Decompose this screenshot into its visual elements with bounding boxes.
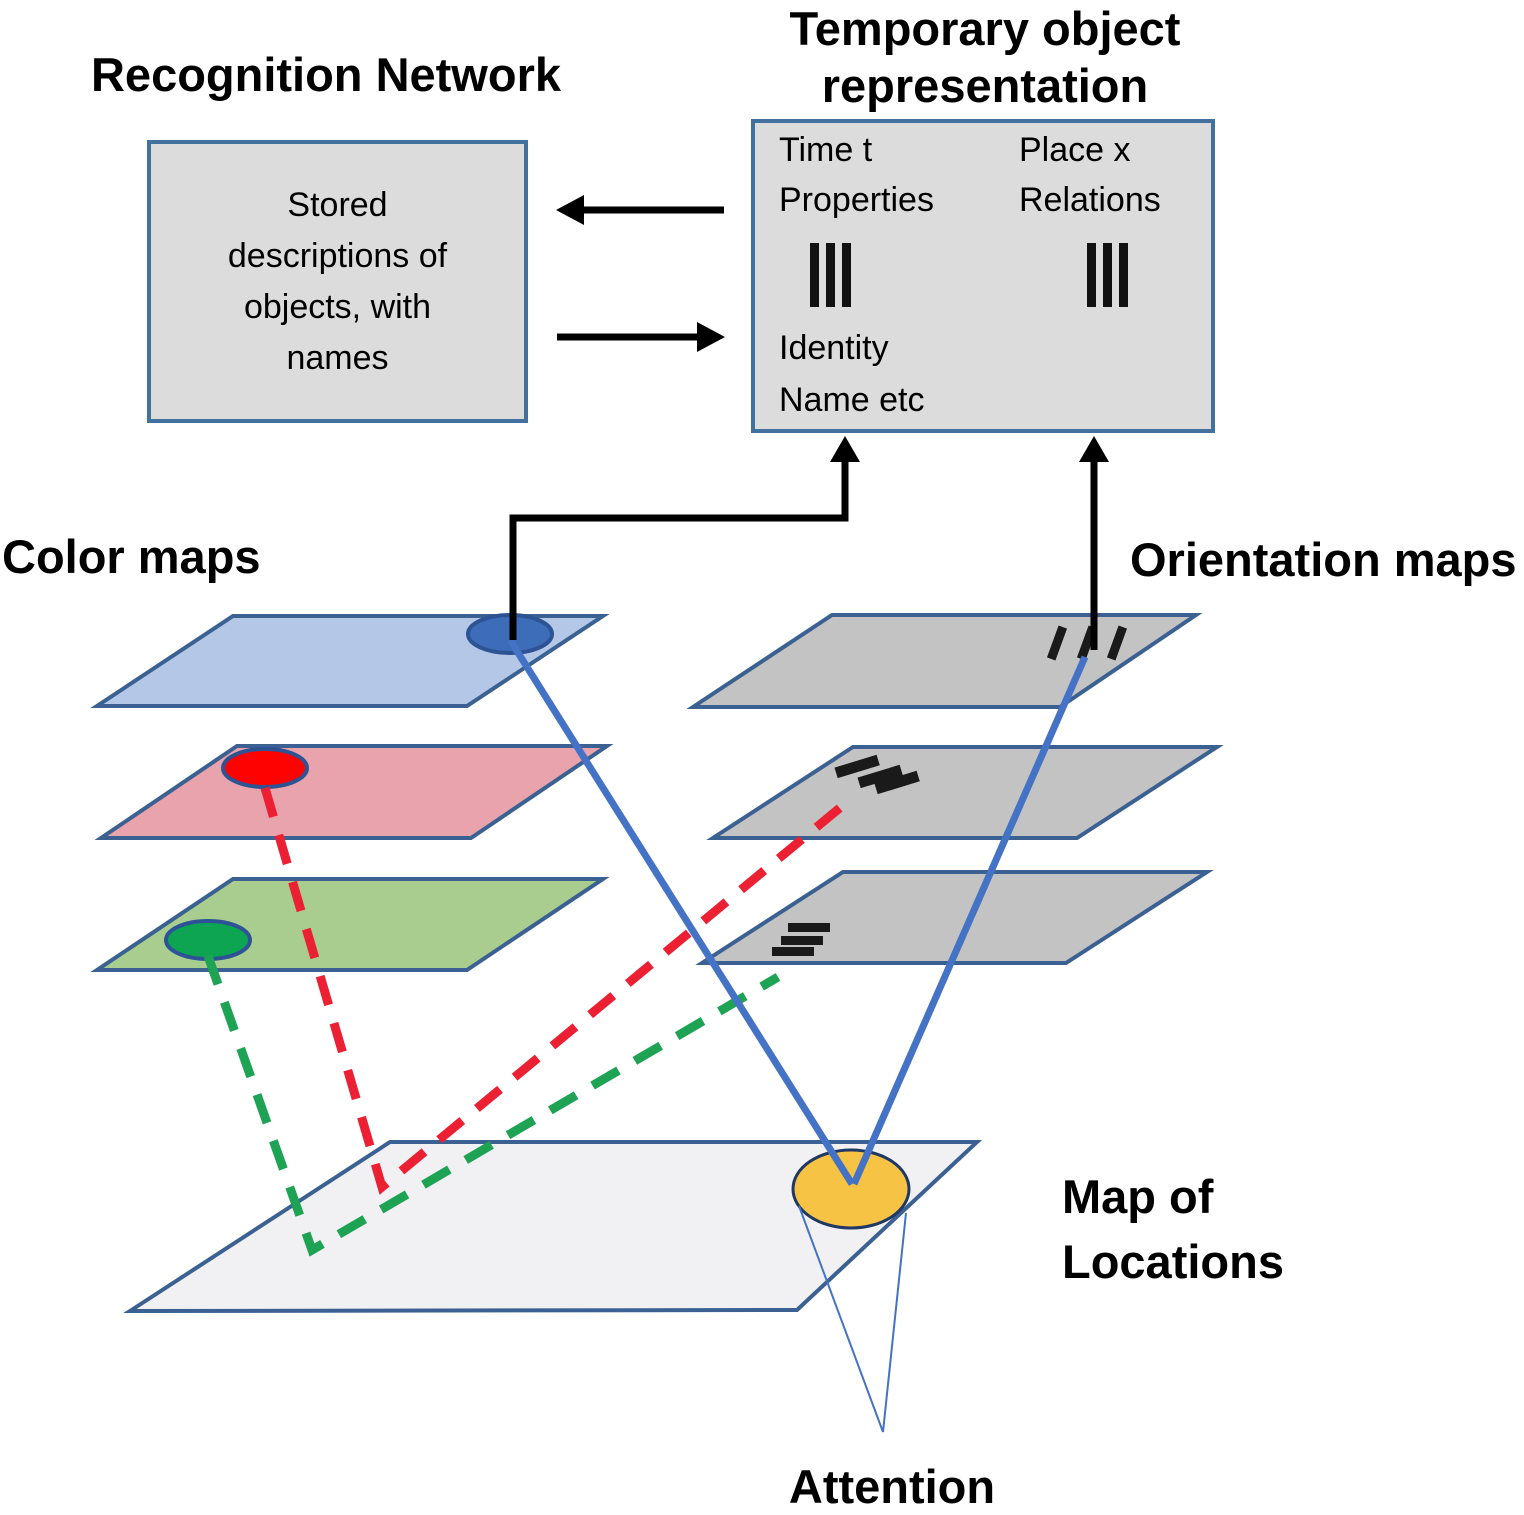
red-dashed-link — [260, 786, 856, 1195]
blue-link-orientation-map — [850, 655, 1089, 1186]
attention-cone — [798, 1205, 907, 1433]
orientation-map-bottom — [695, 870, 1214, 965]
tally-marks-icon — [1087, 243, 1128, 307]
name-etc-label: Name etc — [779, 381, 925, 419]
recognition-box-line: descriptions of — [227, 236, 448, 275]
color-maps-label: Color maps — [2, 530, 261, 583]
orientation-maps-label: Orientation maps — [1130, 533, 1517, 586]
green-dashed-link — [203, 954, 781, 1257]
recognition-box-line: objects, with — [243, 287, 432, 326]
red-feature-dot — [221, 747, 309, 789]
temporary-object-box: Time t Properties Identity Name etc Plac… — [751, 119, 1215, 433]
green-feature-dot — [164, 919, 252, 961]
attention-spot — [791, 1148, 911, 1230]
temporary-object-title: Temporary object representation — [789, 2, 1181, 112]
horizontal-bars-icon — [772, 923, 830, 956]
arrow-recognition-to-temp — [557, 322, 725, 352]
map-of-locations-label: Map of Locations — [1062, 1170, 1284, 1288]
recognition-box-line: Stored — [287, 185, 388, 224]
arrow-orientation-map-to-temp — [1079, 436, 1109, 650]
recognition-network-title: Recognition Network — [90, 48, 562, 101]
tilted-slashes-icon — [834, 754, 920, 795]
tally-marks-icon — [810, 243, 851, 307]
identity-label: Identity — [779, 329, 889, 367]
location-map — [123, 1140, 983, 1314]
place-label: Place x — [1019, 131, 1131, 169]
blue-link-color-map — [507, 638, 855, 1186]
arrow-temp-to-recognition — [556, 195, 724, 225]
properties-label: Properties — [779, 181, 934, 219]
arrow-color-map-to-temp — [509, 436, 860, 640]
attention-label: Attention — [788, 1460, 996, 1513]
orientation-map-middle — [706, 745, 1224, 840]
red-color-map — [94, 744, 614, 840]
time-label: Time t — [779, 131, 873, 169]
recognition-box-line: names — [286, 338, 389, 377]
recognition-network-box: Stored descriptions of objects, with nam… — [147, 140, 528, 423]
green-color-map — [90, 877, 610, 972]
relations-label: Relations — [1019, 181, 1161, 219]
